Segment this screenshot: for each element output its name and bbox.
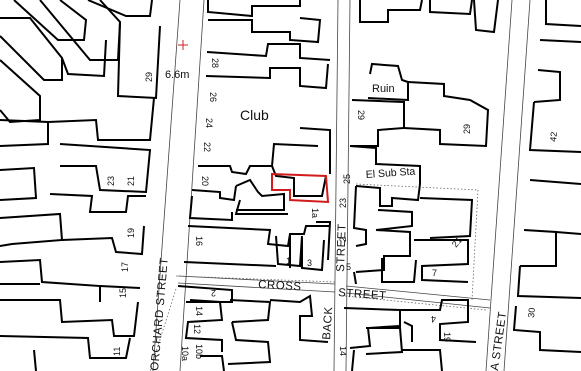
house-number: 12 (192, 324, 202, 334)
road-edges (152, 0, 531, 371)
east-blocks (349, 0, 499, 285)
house-number: 4 (431, 314, 436, 324)
house-number: 5 (346, 262, 351, 272)
house-number: 29 (144, 72, 154, 82)
house-number: 2 (338, 237, 348, 242)
house-number: 14 (338, 346, 348, 356)
house-number: 10a (180, 346, 190, 361)
house-number: 22 (202, 142, 212, 152)
house-number: 14 (194, 306, 204, 316)
dotted-boundaries (149, 183, 487, 371)
house-number: 19 (126, 228, 136, 238)
house-number: 7 (432, 268, 437, 278)
house-number: 3 (307, 258, 312, 268)
far-east-blocks (512, 0, 581, 353)
spot-height-marker (178, 40, 188, 50)
house-number: 19 (442, 332, 452, 342)
house-number: 10b (194, 344, 204, 359)
south-blocks (177, 285, 477, 371)
house-number: 30 (526, 307, 537, 318)
label-spot-height: 6.6m (165, 69, 189, 81)
street-back-street: STREET (335, 223, 349, 272)
house-number: 11 (112, 347, 122, 356)
house-number: 25 (342, 174, 352, 184)
house-number: 15 (118, 288, 128, 298)
street-back: BACK (321, 306, 335, 340)
house-number: 28 (210, 58, 220, 68)
house-number: 1 (286, 256, 291, 266)
street-cross-street: STREET (338, 287, 387, 302)
house-number: 2 (211, 288, 216, 298)
house-number: 24 (204, 118, 214, 128)
house-number: 26 (208, 92, 218, 102)
map-labels: Club Ruin El Sub Sta 6.6m ORCHARD STREET… (106, 58, 559, 371)
house-number: 21 (450, 235, 464, 249)
house-number: 42 (548, 131, 559, 142)
house-number: 21 (126, 176, 136, 186)
label-ruin: Ruin (372, 83, 395, 95)
house-number: 20 (200, 176, 210, 186)
house-number: 29 (462, 124, 472, 134)
label-el-sub-sta: El Sub Sta (365, 166, 415, 181)
street-cross: CROSS (258, 279, 302, 293)
central-blocks (183, 0, 332, 272)
west-blocks (0, 0, 161, 371)
house-number: 23 (338, 198, 348, 208)
street-orchard: ORCHARD STREET (149, 257, 171, 371)
house-number: 1a (310, 208, 320, 218)
house-number: 17 (120, 262, 130, 272)
site-boundary (271, 172, 330, 204)
house-number: 23 (106, 176, 116, 186)
house-number: 29 (356, 110, 366, 120)
house-number: 16 (194, 236, 204, 246)
label-club: Club (240, 107, 269, 123)
